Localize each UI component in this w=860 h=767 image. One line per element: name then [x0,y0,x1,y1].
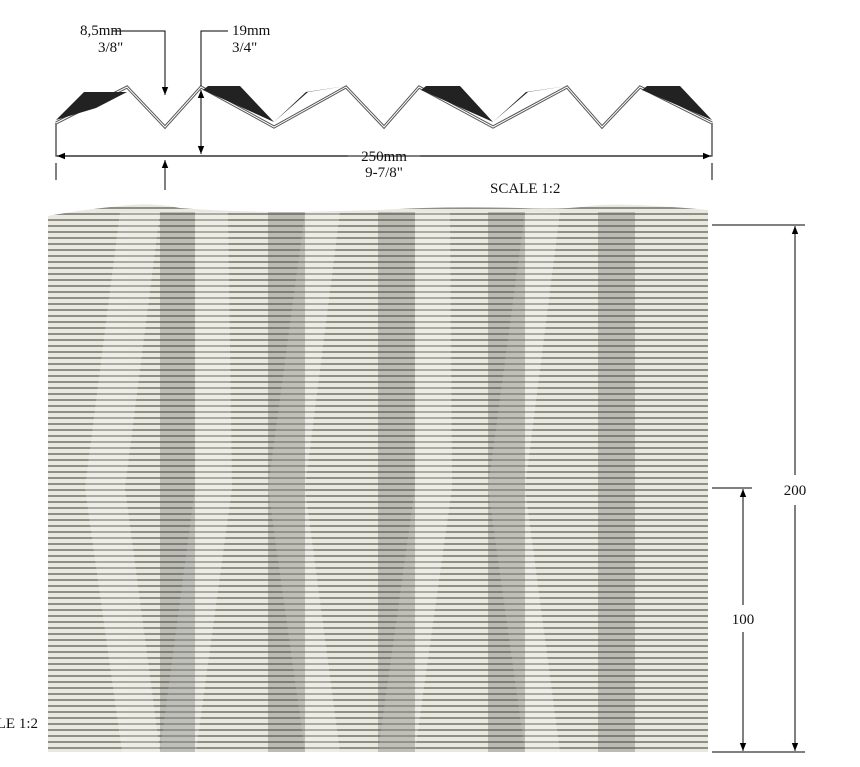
width-in-label: 9-7/8" [365,165,403,181]
panel-light-bands [85,212,560,752]
front-panel [48,204,708,752]
profile-scale-label: SCALE 1:2 [490,181,560,197]
depth-in-label: 3/8" [98,40,123,56]
corrugated-profile [55,123,713,157]
depth-mm-label: 8,5mm [80,23,122,39]
height-200-label: 200 [784,483,807,499]
profile-dark-facets [56,86,712,122]
panel-dark-bands [160,212,635,752]
width-mm-label: 250mm [361,149,407,165]
height-100-label: 100 [732,612,755,628]
height-mm-label: 19mm [232,23,271,39]
profile-view: 8,5mm 3/8" 19mm 3/4" 250mm 9-7/8" SCALE … [55,23,713,197]
profile-wave [55,85,713,130]
front-scale-label: SCALE 1:2 [0,716,38,732]
front-view: 200 100 SCALE 1:2 [0,204,807,753]
height-in-label: 3/4" [232,40,257,56]
